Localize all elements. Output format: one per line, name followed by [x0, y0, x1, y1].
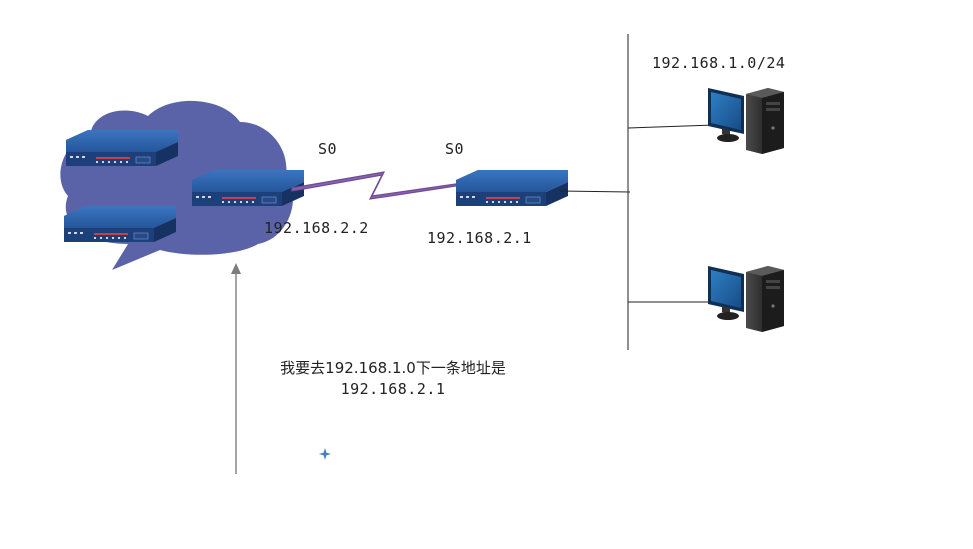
lan-network-label: 192.168.1.0/24: [652, 54, 786, 72]
ip-label-right-router: 192.168.2.1: [427, 229, 532, 247]
pc-bottom-icon: [708, 266, 784, 332]
router-left: [191, 169, 305, 207]
interface-label-s0-right: S0: [445, 140, 465, 158]
sparkle-icon: [319, 448, 331, 460]
router-right: [455, 169, 569, 207]
routing-note: 我要去192.168.1.0下一条地址是 192.168.2.1: [248, 358, 538, 400]
router-cloud-bottom: [63, 205, 177, 243]
arrow-head-icon: [231, 263, 241, 274]
routing-note-line2: 192.168.2.1: [340, 380, 446, 398]
pc-top-icon: [708, 88, 784, 154]
router-cloud-top: [65, 129, 179, 167]
ethernet-link: [559, 190, 631, 193]
pc-top-link: [627, 124, 715, 129]
ip-label-left-router: 192.168.2.2: [264, 219, 369, 237]
interface-label-s0-left: S0: [318, 140, 338, 158]
routing-note-line1: 我要去192.168.1.0下一条地址是: [280, 359, 506, 377]
serial-link: [291, 171, 457, 200]
